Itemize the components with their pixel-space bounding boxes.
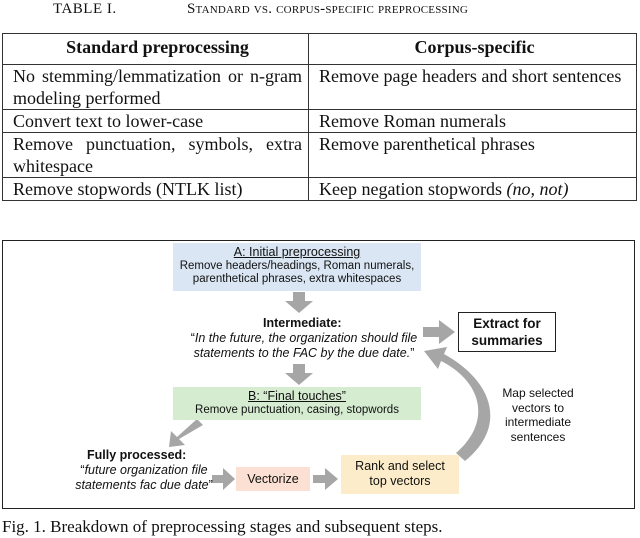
table-row: Remove stopwords (NTLK list) Keep negati… <box>2 177 637 201</box>
map-text-line: intermediate <box>504 415 572 429</box>
intermediate-quote-line: In the future, the organization should f… <box>194 331 418 345</box>
arrow-down-left-icon <box>169 419 203 447</box>
initial-preprocessing-box: A: Initial preprocessing Remove headers/… <box>173 243 421 291</box>
table-row: Convert text to lower-case Remove Roman … <box>2 109 637 133</box>
final-touches-box: B: “Final touches” Remove punctuation, c… <box>173 387 421 420</box>
curved-arrow-icon <box>424 347 491 461</box>
arrow-right-icon <box>212 468 235 490</box>
preprocessing-table: Standard preprocessing Corpus-specific N… <box>2 33 637 201</box>
rank-select-box: Rank and select top vectors <box>341 455 459 494</box>
extract-label: Extract for <box>473 316 541 331</box>
extract-summaries-box: Extract for summaries <box>458 312 556 352</box>
map-vectors-label: Map selected vectors to intermediate sen… <box>492 386 584 444</box>
fully-processed-quote: “future organization file statements fac… <box>75 463 213 492</box>
table-cell: Keep negation stopwords (no, not) <box>308 177 637 201</box>
flow-arrows <box>169 292 491 490</box>
vectorize-box: Vectorize <box>236 467 310 491</box>
final-touches-title: B: “Final touches” <box>248 389 346 403</box>
table-cell-emphasis: (no, not) <box>506 179 569 199</box>
map-text-line: Map selected <box>502 386 574 400</box>
table-cell: No stemming/lemmatization or n-gram mode… <box>2 64 309 110</box>
arrow-down-icon <box>285 364 313 385</box>
initial-preprocessing-text: Remove headers/headings, Roman numerals, <box>179 259 415 272</box>
rank-label: top vectors <box>369 474 431 488</box>
fully-processed-line: statements fac due date <box>75 478 209 492</box>
table-row: No stemming/lemmatization or n-gram mode… <box>2 64 637 110</box>
extract-label: summaries <box>471 333 543 348</box>
table-cell: Remove punctuation, symbols, extra white… <box>2 132 309 178</box>
initial-preprocessing-text: parenthetical phrases, extra whitespaces <box>192 273 402 285</box>
intermediate-label: Intermediate: <box>263 316 342 330</box>
initial-preprocessing-title: A: Initial preprocessing <box>233 245 361 259</box>
table-caption: TABLE I. Standard vs. corpus-specific pr… <box>0 0 640 22</box>
table-cell: Convert text to lower-case <box>2 109 309 133</box>
rank-label: Rank and select <box>355 459 445 473</box>
arrow-down-icon <box>285 292 313 313</box>
arrow-right-icon <box>423 320 455 344</box>
pipeline-figure: A: Initial preprocessing Remove headers/… <box>2 240 635 509</box>
intermediate-quote-line: statements to the FAC by the due date. <box>193 346 411 360</box>
final-touches-text: Remove punctuation, casing, stopwords <box>195 403 399 416</box>
arrow-right-icon <box>313 468 338 490</box>
table-label: TABLE I. <box>53 1 117 17</box>
table-header-standard: Standard preprocessing <box>2 33 309 65</box>
intermediate-quote: “In the future, the organization should … <box>190 331 418 360</box>
table-header-corpus: Corpus-specific <box>308 33 637 65</box>
table-cell: Remove Roman numerals <box>308 109 637 133</box>
map-text-line: sentences <box>510 429 566 444</box>
table-cell-text: Keep negation stopwords <box>319 179 502 199</box>
table-cell: Remove parenthetical phrases <box>308 132 637 178</box>
table-cell: Remove page headers and short sentences <box>308 64 637 110</box>
table-title: Standard vs. corpus-specific preprocessi… <box>187 1 468 17</box>
table-header-row: Standard preprocessing Corpus-specific <box>2 33 637 65</box>
table-row: Remove punctuation, symbols, extra white… <box>2 132 637 178</box>
fully-processed-label: Fully processed: <box>87 448 187 462</box>
figure-caption: Fig. 1. Breakdown of preprocessing stage… <box>2 517 443 536</box>
map-text-line: vectors to <box>511 400 565 415</box>
table-cell: Remove stopwords (NTLK list) <box>2 177 309 201</box>
fully-processed-line: future organization file <box>84 463 208 477</box>
